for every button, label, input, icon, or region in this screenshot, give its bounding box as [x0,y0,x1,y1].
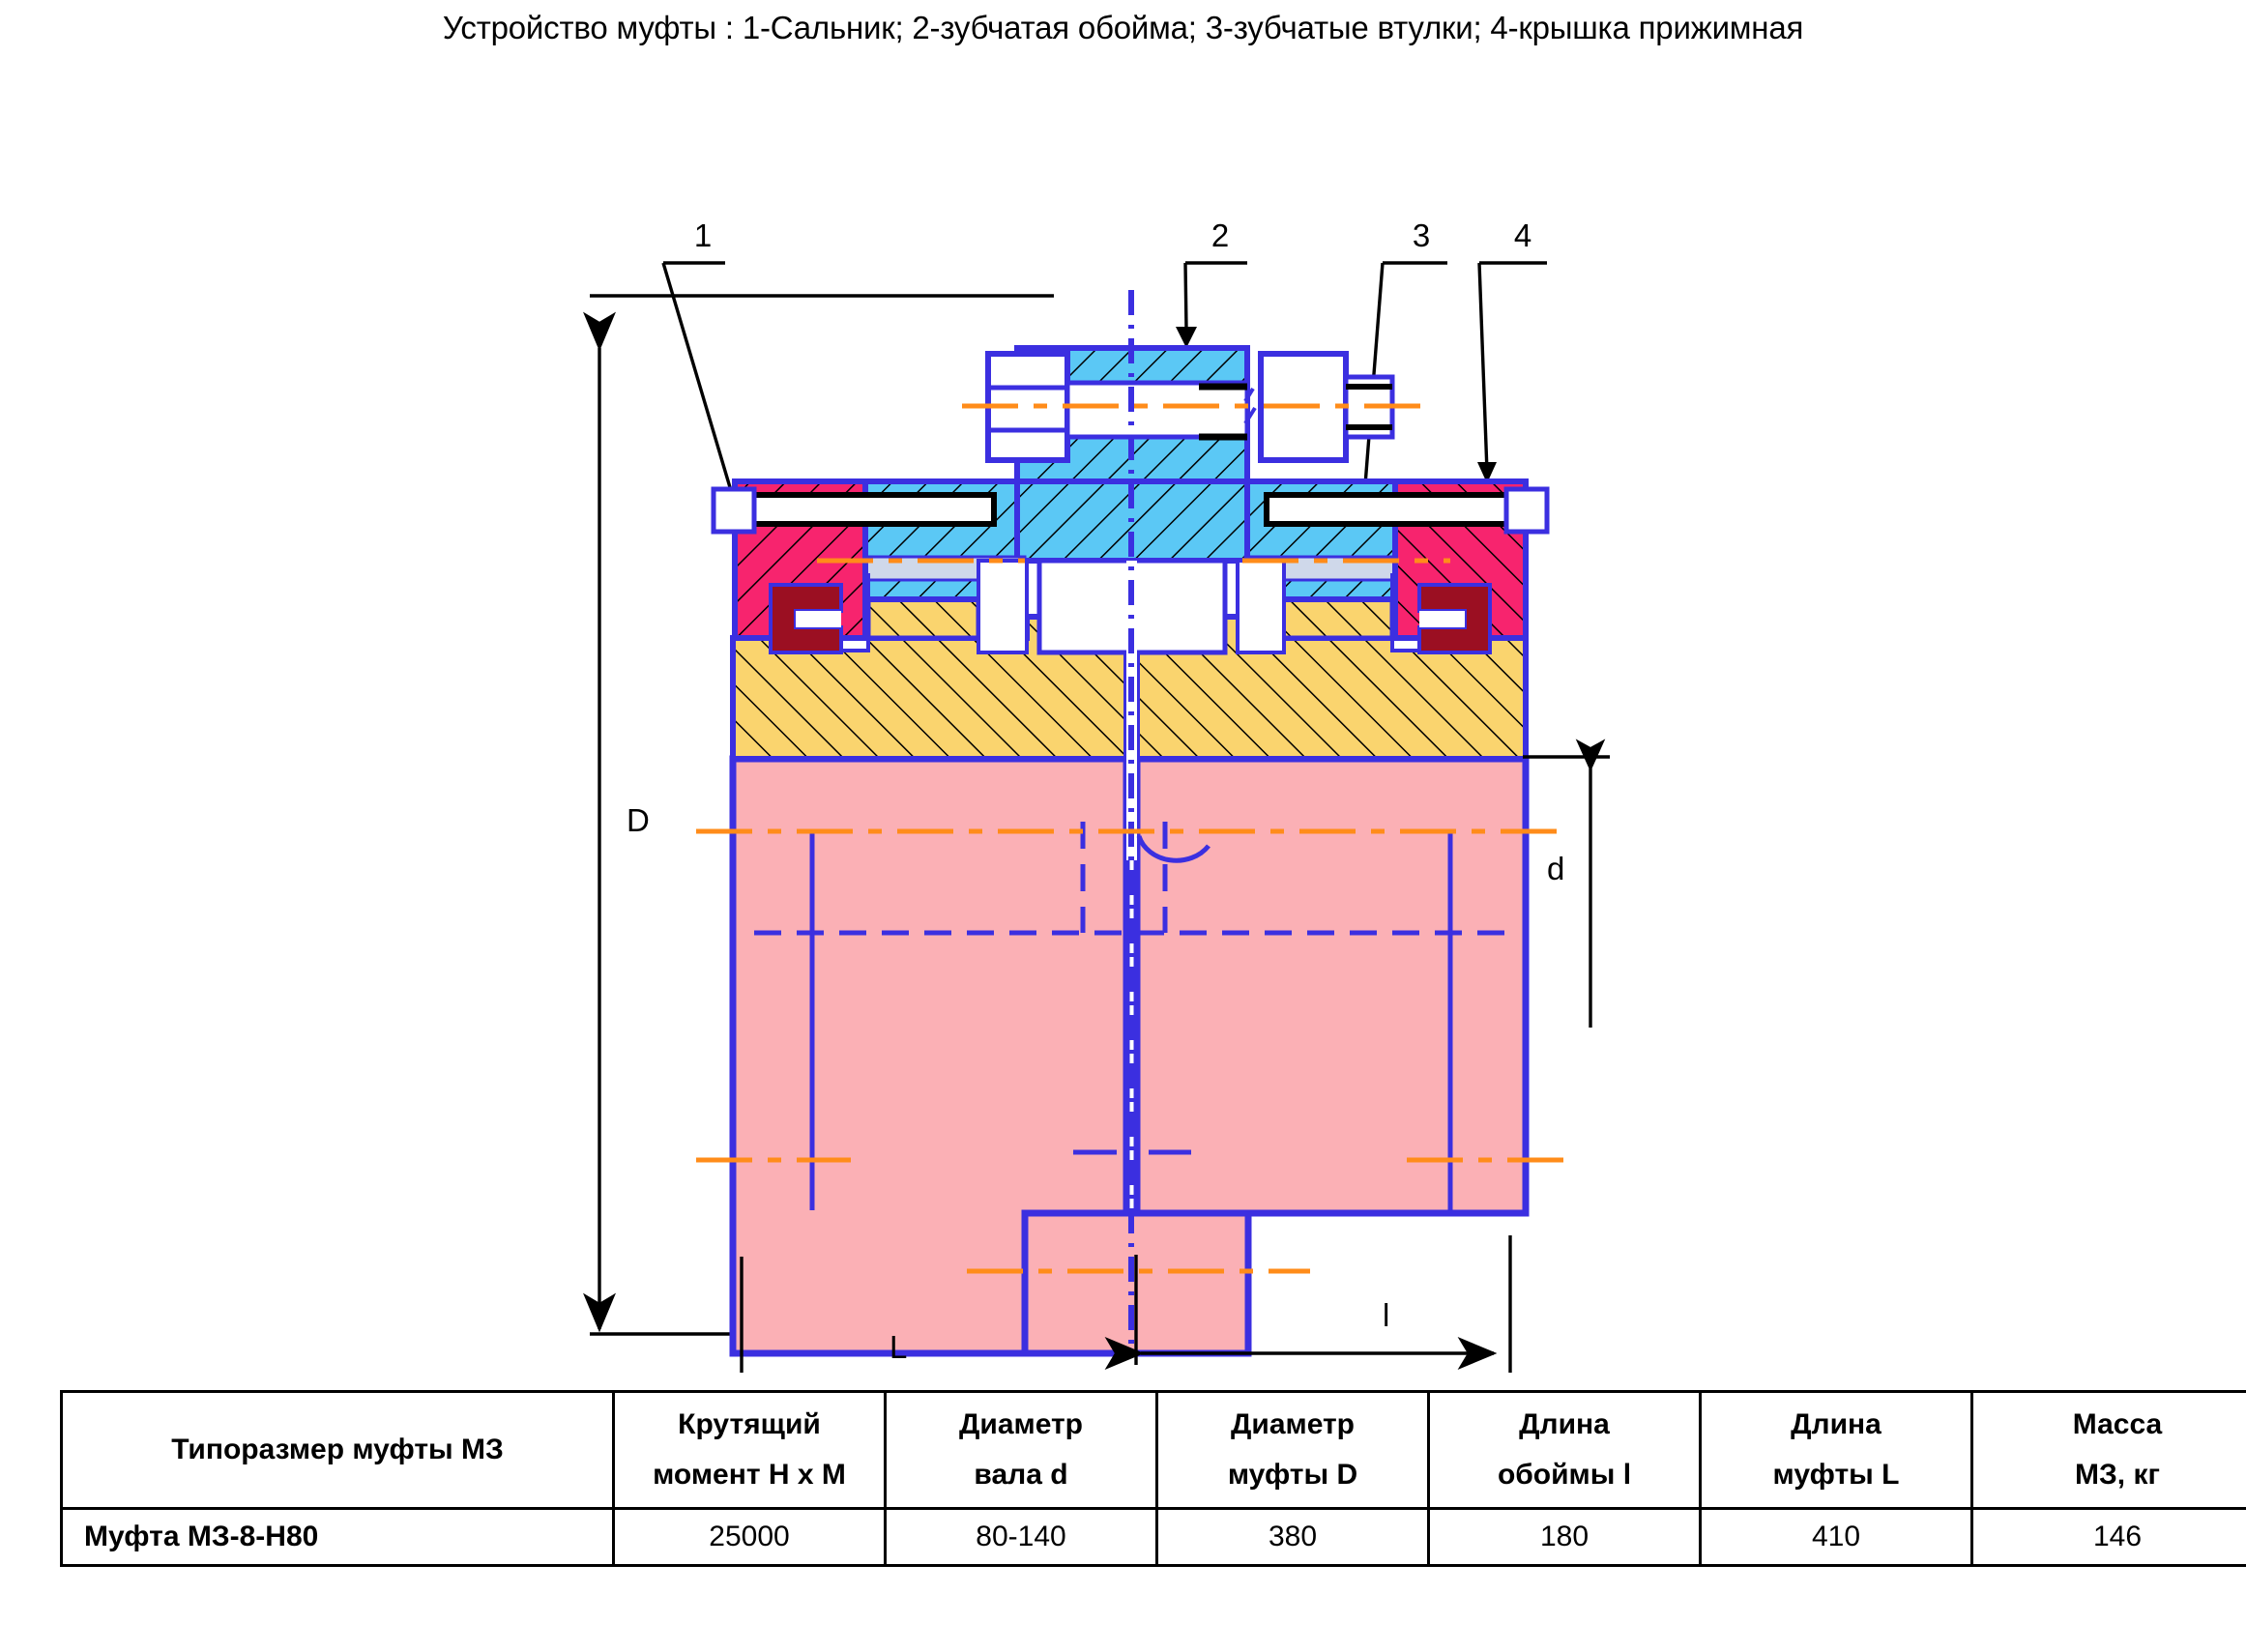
callout-3-label: 3 [1413,217,1430,253]
keyway-hidden-lines [754,822,1508,936]
keyway-arc [1136,835,1211,863]
header-model-line1: Типоразмер муфты МЗ [171,1433,504,1465]
clearance-right-inner [1236,559,1286,654]
center-gap [1126,561,1137,860]
callout-2-label: 2 [1211,217,1229,253]
clearance-left-inner [977,559,1029,654]
header-sleeve-length: Длина обоймы l [1427,1390,1702,1510]
header-shaft-diameter: Диаметр вала d [884,1390,1158,1510]
header-torque-line2: момент Н х М [653,1459,846,1491]
cell-sleeve-length: 180 [1427,1507,1702,1567]
header-mass: Масса МЗ, кг [1970,1390,2246,1510]
callout-4-label: 4 [1514,217,1531,253]
header-shaft-line1: Диаметр [959,1407,1083,1440]
header-shaft-line2: вала d [974,1459,1068,1491]
seal-cavity-left [796,611,841,627]
cover-bolt-right [1264,486,1550,535]
cell-coupling-diameter: 380 [1155,1507,1430,1567]
header-mass-line2: МЗ, кг [2075,1459,2160,1491]
header-coupling-length: Длина муфты L [1699,1390,1973,1510]
header-len-line2: муфты L [1772,1459,1900,1491]
cover-bolt-left [711,486,997,535]
dimension-d [1523,739,1610,1028]
seal-cavity-right [1419,611,1465,627]
header-diam-line1: Диаметр [1231,1407,1355,1440]
header-torque-line1: Крутящий [678,1407,821,1440]
header-sleeve-line2: обоймы l [1497,1459,1632,1491]
table-body: Муфта МЗ-8-Н80 25000 80-140 380 180 410 … [60,1507,2246,1567]
table-row: Муфта МЗ-8-Н80 25000 80-140 380 180 410 … [60,1507,2246,1567]
table-header: Типоразмер муфты МЗ Крутящий момент Н х … [60,1390,2246,1510]
cell-shaft-diameter: 80-140 [884,1507,1158,1567]
header-model: Типоразмер муфты МЗ [60,1390,615,1510]
callout-1-label: 1 [694,217,712,253]
technical-drawing: 1 2 3 4 D [0,58,2246,1406]
header-mass-line1: Масса [2072,1407,2163,1440]
header-sleeve-line1: Длина [1519,1407,1610,1440]
shaft-edge-lines [809,831,1453,1210]
coupling-drawing-svg: 1 2 3 4 D [583,217,1610,1406]
specification-table: Типоразмер муфты МЗ Крутящий момент Н х … [60,1390,2246,1567]
cell-model: Муфта МЗ-8-Н80 [60,1507,615,1567]
table-header-row: Типоразмер муфты МЗ Крутящий момент Н х … [60,1390,2246,1510]
dimension-l-label: l [1383,1297,1389,1333]
header-diam-line2: муфты D [1227,1459,1358,1491]
centerlines [696,403,1566,1274]
dimension-d-label: d [1547,851,1564,886]
cell-mass: 146 [1970,1507,2246,1567]
cell-torque: 25000 [612,1507,887,1567]
dimension-L-label: L [890,1329,907,1365]
cell-coupling-length: 410 [1699,1507,1973,1567]
header-len-line1: Длина [1791,1407,1881,1440]
header-coupling-diameter: Диаметр муфты D [1155,1390,1430,1510]
dimension-D-label: D [627,802,650,838]
page-title: Устройство муфты : 1-Сальник; 2-зубчатая… [442,10,1804,45]
coupling-assembly [696,290,1566,1357]
header-torque: Крутящий момент Н х М [612,1390,887,1510]
specification-table-wrapper: Типоразмер муфты МЗ Крутящий момент Н х … [60,1390,2246,1567]
dimension-l [1104,1255,1498,1370]
